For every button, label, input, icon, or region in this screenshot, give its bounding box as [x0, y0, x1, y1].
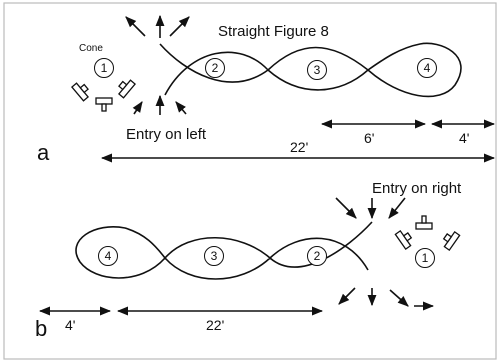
panel-b-direction-arrows — [335, 197, 435, 311]
panel-b-cone-number-3: 3 — [204, 246, 224, 266]
panel-a-cone-number-4: 4 — [417, 58, 437, 78]
panel-b-cone-number-2: 2 — [307, 246, 327, 266]
panel-a-title: Straight Figure 8 — [218, 23, 329, 40]
cone-label: Cone — [79, 43, 103, 54]
panel-b-cone-number-4: 4 — [98, 246, 118, 266]
dim-a-4ft-label: 4' — [459, 130, 470, 146]
dim-b-22ft-label: 22' — [206, 317, 225, 333]
panel-a-letter: a — [37, 140, 50, 165]
panel-a-cones-icon — [71, 79, 136, 112]
panel-b-figure-eight-path — [75, 221, 373, 280]
panel-a-figure-eight-path — [159, 42, 462, 98]
dim-a-6ft-label: 6' — [364, 130, 375, 146]
panel-a-cone-number-1: 1 — [94, 58, 114, 78]
panel-a-entry-label: Entry on left — [126, 126, 207, 143]
panel-a-direction-arrows — [125, 14, 190, 115]
panel-b-cone-number-1: 1 — [415, 248, 435, 268]
dim-b-4ft-label: 4' — [65, 317, 76, 333]
panel-border — [3, 2, 497, 360]
panel-a-cone-number-2: 2 — [205, 58, 225, 78]
panel-b-entry-label: Entry on right — [372, 180, 462, 197]
panel-b-cones-icon — [394, 215, 461, 251]
panel-a-cone-number-3: 3 — [307, 60, 327, 80]
dim-a-22ft-label: 22' — [290, 139, 309, 155]
panel-b-letter: b — [35, 316, 48, 341]
